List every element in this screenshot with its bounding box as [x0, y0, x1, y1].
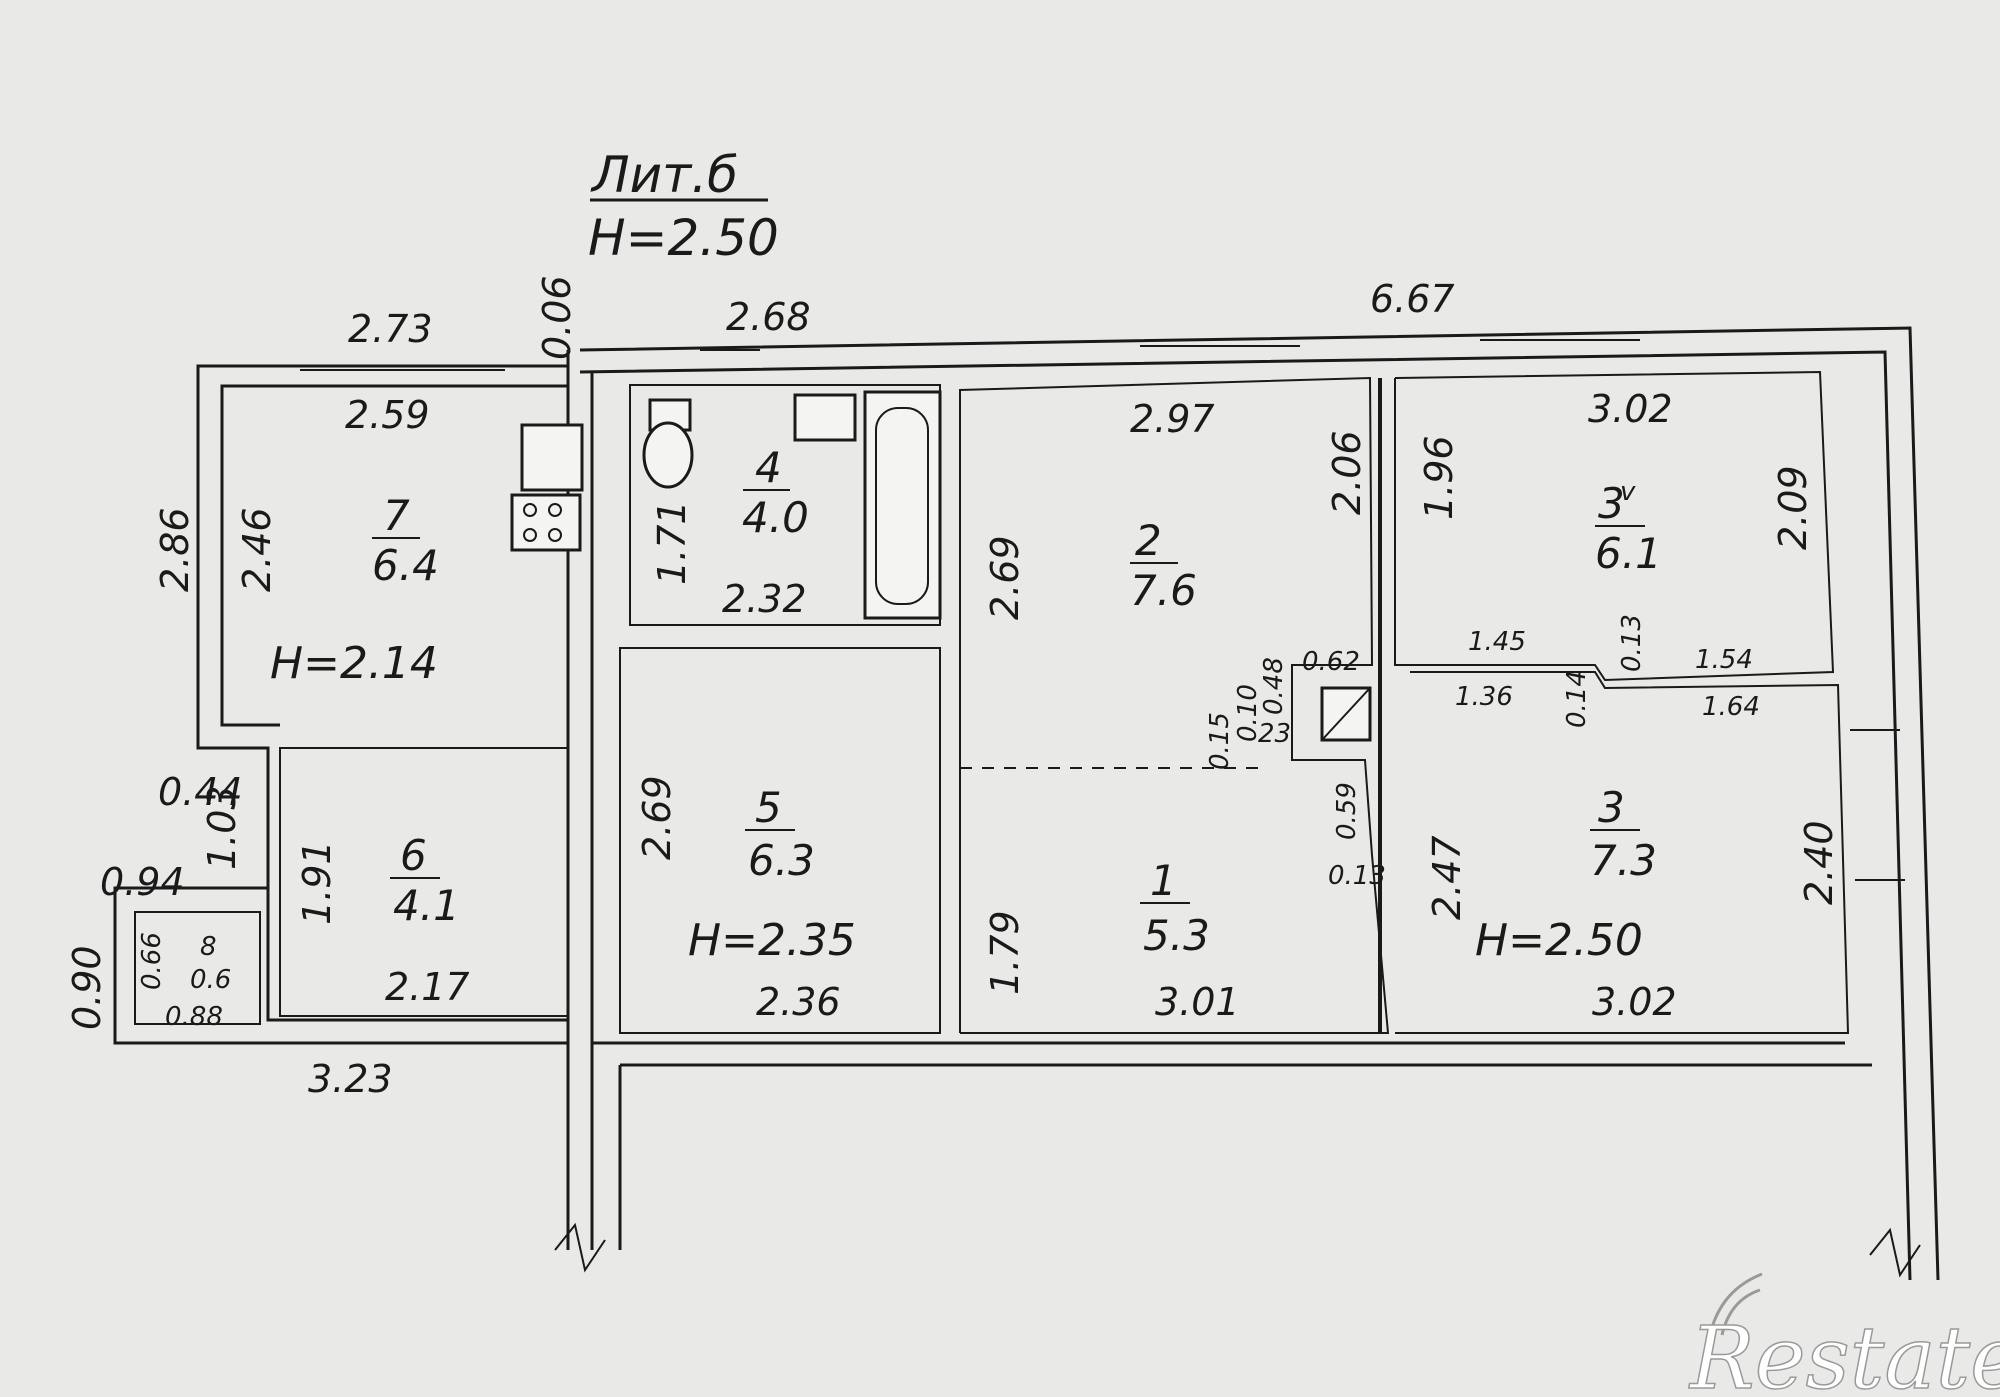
dim-3-02-bottom: 3.02: [1592, 980, 1677, 1024]
dim-2-46: 2.46: [235, 507, 279, 592]
dim-1-03: 1.03: [200, 785, 244, 870]
fixtures: [510, 390, 942, 620]
dim-3-01: 3.01: [1155, 980, 1240, 1024]
room-3v-suffix: v: [1620, 477, 1636, 507]
dim-3-02-top: 3.02: [1588, 387, 1673, 431]
dim-2-36: 2.36: [756, 980, 841, 1024]
dim-2-40: 2.40: [1797, 820, 1841, 905]
lit-label: Лит.б: [590, 146, 738, 204]
dim-1-91: 1.91: [295, 840, 339, 925]
room-3v-label: 3 v 6.1: [1595, 477, 1662, 578]
dim-2-32: 2.32: [722, 577, 807, 621]
dim-1-54: 1.54: [1695, 645, 1753, 675]
dim-2-69-b: 2.69: [635, 775, 679, 860]
room-3-number: 3: [1598, 783, 1625, 832]
room-6-area: 4.1: [393, 881, 460, 930]
dim-0-59: 0.59: [1332, 782, 1362, 840]
dim-0-94: 0.94: [100, 860, 185, 904]
dim-0-62: 0.62: [1302, 647, 1360, 677]
dim-6-67: 6.67: [1370, 277, 1455, 321]
room-7-number: 7: [383, 491, 410, 540]
sink-icon: [520, 423, 584, 492]
toilet-icon: [642, 398, 694, 489]
bathtub-icon: [863, 390, 942, 620]
dim-2-17: 2.17: [385, 965, 470, 1009]
room-8-number: 8: [200, 932, 217, 962]
dim-0-44: 0.44: [158, 770, 243, 814]
stove-icon: [510, 493, 582, 552]
dim-0-06: 0.06: [535, 275, 579, 360]
plan-title: Лит.б H=2.50: [588, 146, 779, 267]
room-7-area: 6.4: [372, 541, 439, 590]
room-2-number: 2: [1135, 516, 1162, 565]
dim-2-68: 2.68: [726, 295, 811, 339]
height-labels: H=2.14 H=2.35 H=2.50: [270, 638, 1643, 966]
dim-3-23: 3.23: [308, 1057, 393, 1101]
dim-1-64: 1.64: [1702, 692, 1760, 722]
height-middle: H=2.35: [688, 915, 856, 966]
dim-0-10: 0.10: [1233, 684, 1263, 742]
room-3-area: 7.3: [1590, 836, 1657, 885]
walls: [113, 326, 1940, 1281]
height-kitchen: H=2.14: [270, 638, 438, 689]
dimension-labels: 2.73 0.06 2.68 6.67 2.59 2.97 3.02 2.86 …: [65, 275, 1841, 1101]
dim-2-09: 2.09: [1771, 465, 1815, 550]
dim-2-47: 2.47: [1425, 835, 1469, 920]
room-6-number: 6: [400, 831, 427, 880]
room-5-number: 5: [755, 783, 782, 832]
room-1-number: 1: [1150, 856, 1177, 905]
room-2-area: 7.6: [1130, 566, 1197, 615]
dim-1-71: 1.71: [650, 500, 694, 585]
dim-0-14: 0.14: [1562, 670, 1592, 728]
dim-2-06: 2.06: [1325, 430, 1369, 515]
dim-0-13-b: 0.13: [1328, 861, 1386, 891]
dim-1-45: 1.45: [1468, 627, 1526, 657]
dim-1-36: 1.36: [1455, 682, 1513, 712]
dim-2-59: 2.59: [345, 393, 430, 437]
dim-0-13-a: 0.13: [1617, 614, 1647, 672]
watermark-text: Restate: [1688, 1309, 2000, 1397]
dim-1-96: 1.96: [1417, 435, 1461, 520]
room-labels: 7 6.4 4 4.0 2 7.6 3 v 6.1 5 6.3 6 4.1 1 …: [200, 443, 1662, 962]
dim-0-90: 0.90: [65, 945, 109, 1030]
room-5-area: 6.3: [748, 836, 815, 885]
room-4-number: 4: [755, 443, 782, 492]
dim-2-97: 2.97: [1130, 397, 1215, 441]
room-3v-area: 6.1: [1595, 529, 1662, 578]
dim-0-48: 0.48: [1259, 657, 1289, 715]
dim-0-66: 0.66: [137, 932, 167, 990]
height-right: H=2.50: [1475, 915, 1643, 966]
dim-2-73: 2.73: [348, 307, 433, 351]
room-1-area: 5.3: [1143, 911, 1210, 960]
dim-2-86: 2.86: [153, 507, 197, 592]
dim-1-79: 1.79: [983, 910, 1027, 995]
dim-0-88: 0.88: [165, 1002, 223, 1032]
room-4-area: 4.0: [742, 493, 809, 542]
dim-23: 23: [1258, 719, 1291, 749]
dim-0-6: 0.6: [190, 965, 231, 995]
washbasin-icon: [793, 393, 857, 442]
restate-logo: Restate: [1687, 1272, 2000, 1397]
dim-0-15: 0.15: [1205, 712, 1235, 770]
room-3v-number: 3: [1598, 479, 1625, 528]
building-height: H=2.50: [588, 209, 779, 267]
dim-2-69-a: 2.69: [983, 535, 1027, 620]
